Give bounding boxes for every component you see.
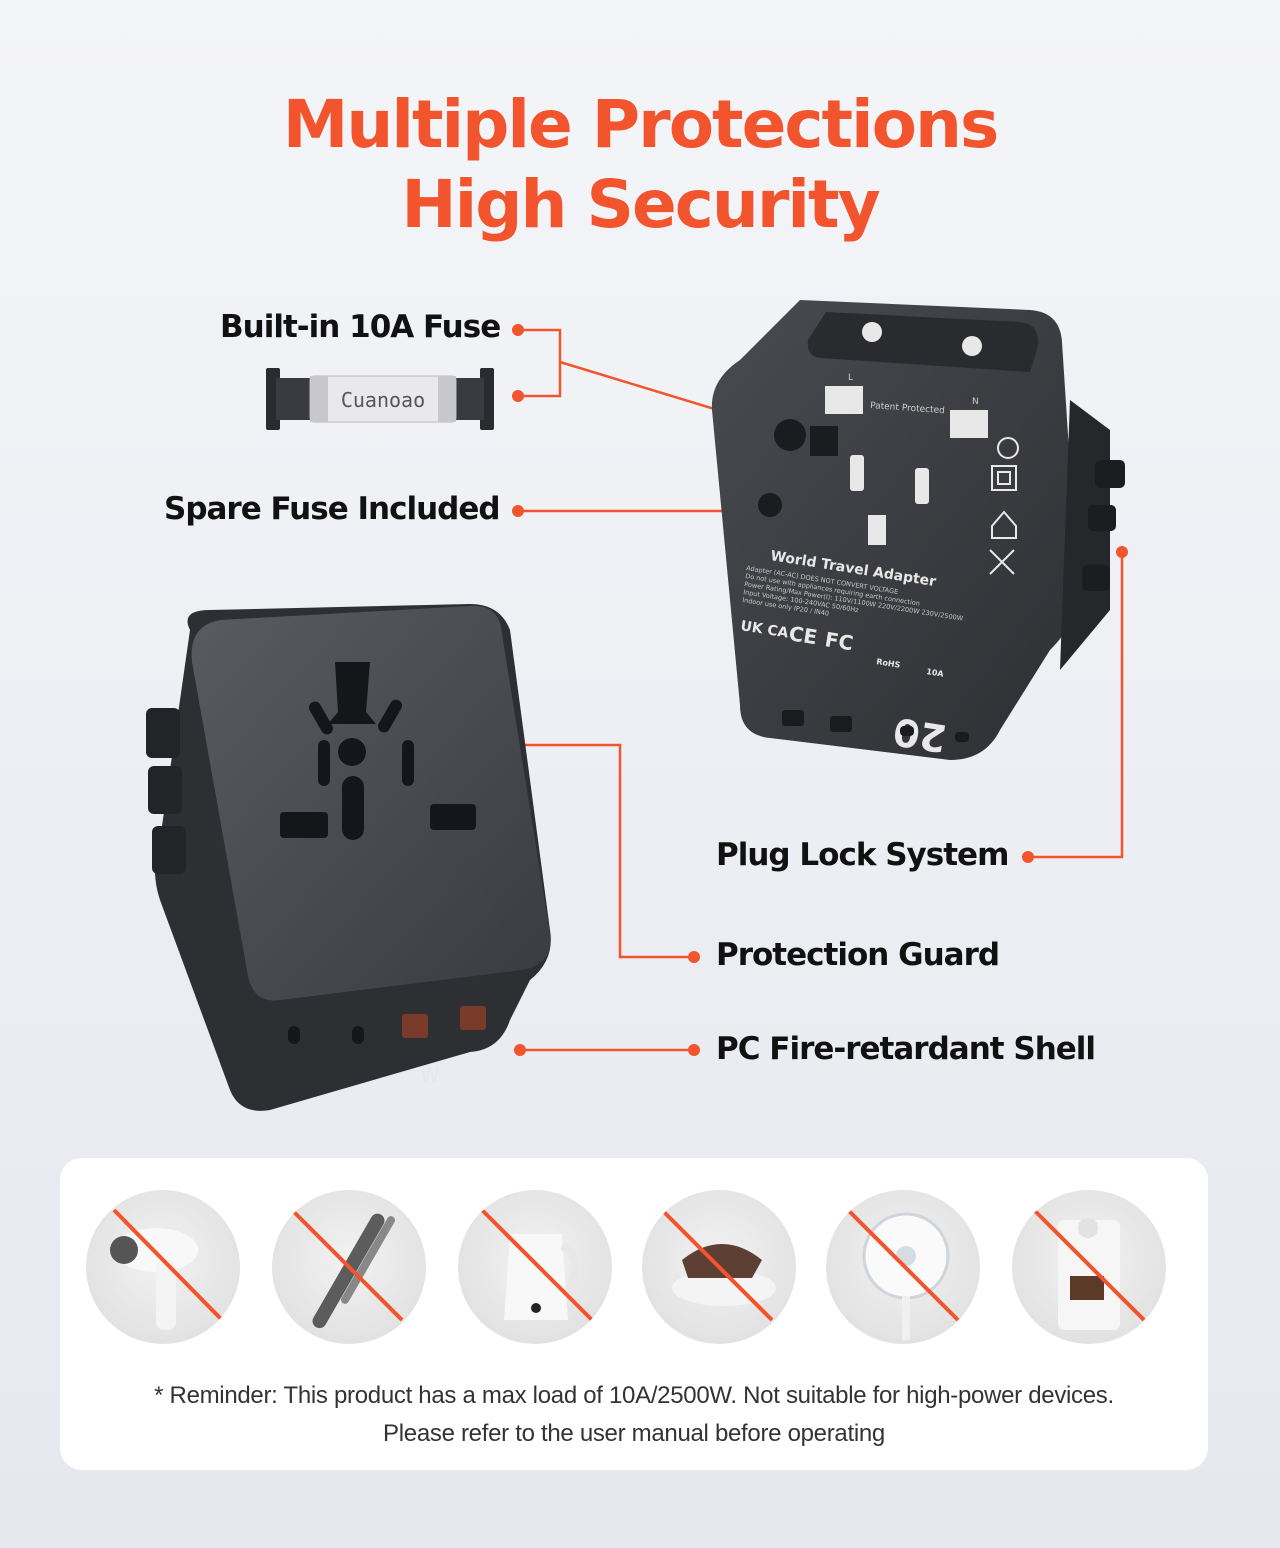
hair-dryer-icon xyxy=(110,1208,224,1330)
plug-lock-dot xyxy=(1022,851,1034,863)
front-wattage-unit: W xyxy=(420,1063,440,1087)
device-circle-4 xyxy=(642,1190,796,1344)
universal-socket xyxy=(280,662,476,840)
callout-plug-lock: Plug Lock System xyxy=(716,837,1009,873)
plug-lock-slider-1 xyxy=(1095,460,1125,488)
l-mark: L xyxy=(848,373,853,383)
n-mark: N xyxy=(972,397,979,407)
back-wattage-mark: 20 xyxy=(890,709,949,761)
reminder-line-2: Please refer to the user manual before o… xyxy=(383,1420,885,1447)
guard-leader-line xyxy=(466,743,694,959)
electric-kettle-icon xyxy=(480,1208,594,1322)
plug-lock-slider-2 xyxy=(1088,505,1116,531)
fuse-cap xyxy=(774,419,806,451)
spare-fuse-slot xyxy=(758,493,782,517)
fuse-dot-2 xyxy=(512,390,524,402)
headline-line-2: High Security xyxy=(401,166,880,243)
uk-slot-n xyxy=(950,410,988,438)
fuse-dot-1 xyxy=(512,324,524,336)
headline-line-1: Multiple Protections xyxy=(282,86,1000,163)
recycle-and-safety-icons xyxy=(989,437,1019,575)
side-slider-1 xyxy=(146,708,180,758)
adapter-back-view: L N Patent Protected World Travel Adapte… xyxy=(711,300,1125,761)
device-circle-6 xyxy=(1012,1190,1166,1344)
usb-ports xyxy=(288,1006,486,1044)
callout-spare-fuse: Spare Fuse Included xyxy=(164,491,501,527)
cert-marks: UK CA CE FC RoHS 10A xyxy=(739,618,945,679)
front-wattage-mark: 20 xyxy=(280,1110,363,1120)
svg-text:RoHS: RoHS xyxy=(876,657,901,670)
fuse-brand: Cuanoao xyxy=(341,388,425,412)
device-circle-2 xyxy=(272,1190,426,1344)
clothes-iron-icon xyxy=(660,1208,776,1322)
svg-text:UK CA: UK CA xyxy=(739,618,789,641)
reminder-line-1: * Reminder: This product has a max load … xyxy=(60,1384,1208,1408)
svg-text:10A: 10A xyxy=(926,667,945,679)
reminder-star: * xyxy=(154,1382,164,1409)
shell-dot xyxy=(514,1044,526,1056)
side-slider-3 xyxy=(152,826,186,874)
svg-text:CE: CE xyxy=(787,621,819,649)
fuse-bracket xyxy=(518,328,562,398)
unsuitable-devices-panel xyxy=(60,1158,1208,1470)
fuse-cartridge: Cuanoao xyxy=(266,368,494,430)
guard-label-dot xyxy=(688,951,700,963)
shell-label-dot xyxy=(688,1044,700,1056)
plug-lock-target-dot xyxy=(1116,546,1128,558)
side-slider-2 xyxy=(148,766,182,814)
plug-lock-leader-line xyxy=(1028,552,1124,859)
uk-slot-l xyxy=(825,386,863,414)
device-circle-3 xyxy=(458,1190,612,1344)
adapter-front-view: 20 W xyxy=(146,604,551,1120)
callout-protection-guard: Protection Guard xyxy=(716,937,1000,973)
reminder-text-1: Reminder: This product has a max load of… xyxy=(169,1382,1115,1409)
callout-fire-retardant-shell: PC Fire-retardant Shell xyxy=(716,1031,1096,1067)
plug-lock-slider-3 xyxy=(1082,565,1110,591)
electric-fan-icon xyxy=(846,1208,960,1340)
curling-iron-icon xyxy=(290,1208,404,1329)
spare-fuse-dot xyxy=(512,505,524,517)
device-circle-5 xyxy=(826,1190,980,1344)
callout-built-in-fuse: Built-in 10A Fuse xyxy=(220,309,501,345)
svg-text:FC: FC xyxy=(823,627,855,655)
device-circle-1 xyxy=(86,1190,240,1344)
coffee-machine-icon xyxy=(1032,1208,1146,1330)
